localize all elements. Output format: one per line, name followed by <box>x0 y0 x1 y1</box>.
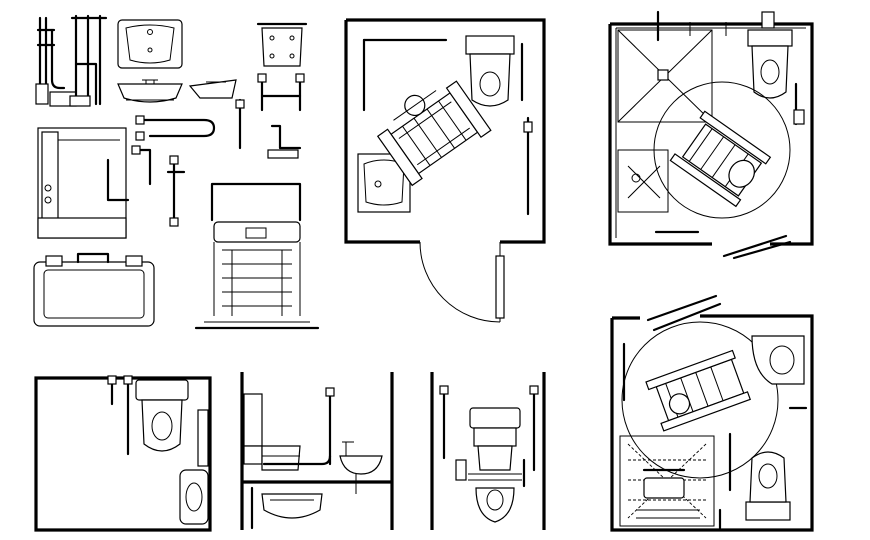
wheelchair-user <box>645 349 752 432</box>
toilet <box>747 29 793 99</box>
toilet-elevation <box>261 445 301 471</box>
wash-basin <box>751 335 805 385</box>
elevation-2 <box>240 372 394 530</box>
grab-bar-set-2 <box>69 14 108 107</box>
shower-area <box>617 10 775 123</box>
bathroom-plan-top-right <box>608 10 814 260</box>
elevation-1 <box>34 375 212 532</box>
cistern <box>243 393 263 465</box>
shower-chair <box>194 182 320 330</box>
l-shaped-grab-rail <box>106 145 186 227</box>
horizontal-grab-rail <box>135 115 216 141</box>
wash-basin-elevation <box>117 79 183 103</box>
bath-tub-top-view <box>33 252 155 327</box>
bathroom-plan-center <box>344 18 546 323</box>
elevation-3 <box>430 372 546 530</box>
toilet-front <box>468 445 522 523</box>
wheelchair-turning-circle <box>621 321 779 479</box>
bathroom-plan-bottom-right <box>610 294 814 532</box>
short-vertical-rail <box>235 98 245 150</box>
angled-rail <box>267 124 302 159</box>
basin-elevation <box>339 441 383 494</box>
grab-bar-set-1 <box>35 16 77 107</box>
wheelchair-user <box>376 80 492 187</box>
toilet-top-view <box>135 379 189 452</box>
shower-tray <box>619 435 715 527</box>
toilet <box>745 451 791 521</box>
cistern <box>469 407 521 447</box>
shower-seat <box>256 22 308 67</box>
wall-hung-toilet-lower <box>261 493 323 519</box>
fixture-library <box>33 14 320 330</box>
bath-tub-side <box>37 127 127 239</box>
fold-down-support-rail <box>257 73 305 112</box>
basin-side-view <box>188 79 237 99</box>
wheelchair <box>669 110 772 208</box>
wash-basin-top-view <box>179 469 209 525</box>
toilet <box>465 35 515 107</box>
wheelchair-turning-circle <box>653 81 791 219</box>
wash-basin-top-view <box>117 19 183 69</box>
